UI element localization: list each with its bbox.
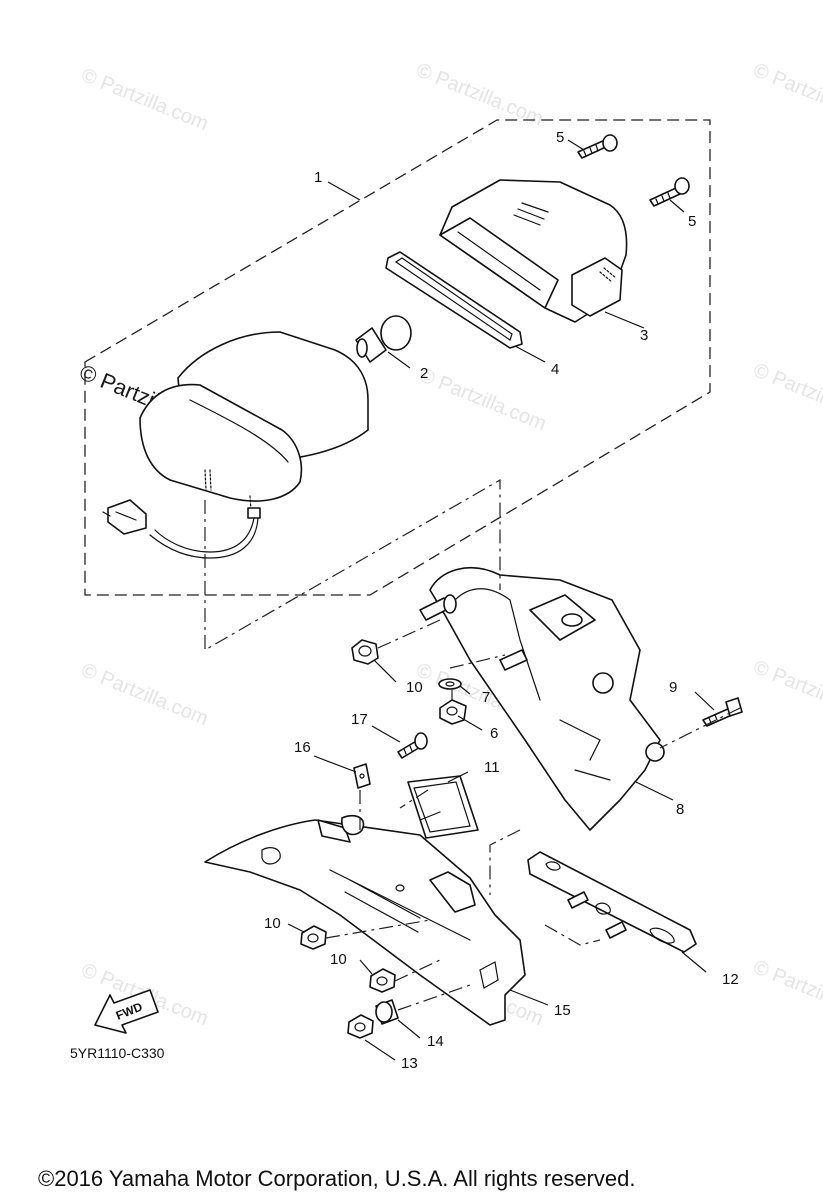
- callout-6: 6: [490, 725, 498, 742]
- watermark: © Partzilla.com: [416, 364, 549, 435]
- reflector-bracket: [527, 851, 697, 953]
- lens: [439, 179, 628, 323]
- spacer: [375, 999, 399, 1025]
- callout-10: 10: [330, 951, 347, 968]
- callout-7: 7: [482, 689, 490, 706]
- diagram-code: 5YR1110-C330: [70, 1045, 165, 1061]
- callout-1: 1: [314, 169, 322, 186]
- callout-3: 3: [640, 327, 648, 344]
- callout-8: 8: [676, 801, 684, 818]
- callout-16: 16: [294, 739, 311, 756]
- screw: [649, 177, 690, 207]
- watermark: © Partzilla.com: [750, 59, 823, 130]
- callout-9: 9: [669, 679, 677, 696]
- nut: [439, 699, 467, 725]
- watermark: © Partzilla.com: [750, 359, 823, 430]
- nut: [347, 1014, 374, 1039]
- bolt: [702, 697, 743, 727]
- callout-10: 10: [264, 915, 281, 932]
- callout-labels: 1 2 3 4 5 5 10 7 6 9 8 17 16 11 10 10 12…: [264, 129, 739, 1072]
- assembly-boundary: [84, 119, 711, 596]
- gasket: [385, 251, 523, 349]
- callout-5: 5: [688, 213, 696, 230]
- callout-2: 2: [420, 365, 428, 382]
- license-lamp: [407, 775, 479, 839]
- fwd-arrow: FWD: [94, 989, 159, 1034]
- screw: [577, 134, 618, 159]
- washer: [438, 678, 462, 690]
- bulb: [355, 315, 412, 363]
- callout-13: 13: [401, 1055, 418, 1072]
- callout-12: 12: [722, 971, 739, 988]
- callout-5: 5: [556, 129, 564, 146]
- callout-15: 15: [554, 1002, 571, 1019]
- screw: [397, 732, 428, 759]
- nut: [351, 639, 379, 665]
- copyright-notice: ©2016 Yamaha Motor Corporation, U.S.A. A…: [38, 1166, 635, 1191]
- bracket: [419, 567, 665, 831]
- nut: [300, 925, 327, 950]
- callout-4: 4: [551, 361, 559, 378]
- callout-10: 10: [406, 679, 423, 696]
- assembly-lines: [204, 478, 741, 1011]
- watermark: © Partzilla.com: [750, 656, 823, 727]
- callout-14: 14: [427, 1033, 444, 1050]
- leader-lines: [287, 139, 715, 1061]
- nut: [369, 968, 396, 993]
- rear-fender: [204, 814, 526, 1026]
- callout-11: 11: [484, 759, 500, 776]
- callout-17: 17: [351, 711, 368, 728]
- watermark: © Partzilla.com: [78, 659, 211, 730]
- watermark: © Partzilla.com: [78, 64, 211, 135]
- clip-nut: [353, 763, 371, 789]
- tail-light-housing: [102, 331, 369, 559]
- watermark: © Partzilla.com: [750, 956, 823, 1027]
